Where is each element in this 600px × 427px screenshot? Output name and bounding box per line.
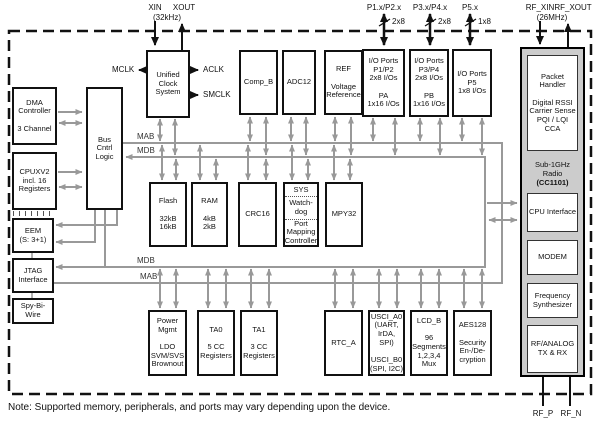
block-io-p5: I/O Ports P5 1x8 I/Os [452,49,492,117]
bus-label-mab-bottom: MAB [140,272,158,281]
block-bus-ctrl-logic: Bus Cntrl Logic [86,87,123,210]
block-io-p1p2: I/O Ports P1/P2 2x8 I/Os PA 1x16 I/Os [362,49,405,117]
radio-chip-name: (CC1101) [536,177,569,187]
footnote: Note: Supported memory, peripherals, and… [8,402,391,413]
radio-rf-analog: RF/ANALOG TX & RX [527,325,578,373]
clock-label-smclk: SMCLK [203,90,231,99]
block-cpu: CPUXV2 incl. 16 Registers [12,152,57,210]
radio-title: Sub-1GHz Radio (CC1101) [522,153,583,193]
pin-label-xout: XOUT [172,3,196,12]
block-ta1: TA1 3 CC Registers [240,310,278,376]
bus-width-p3p4: 2x8 [438,17,451,26]
block-spy-bi-wire: Spy-Bi- Wire [12,298,54,324]
pin-label-p3p4: P3.x/P4.x [412,3,448,12]
radio-modem: MODEM [527,240,578,275]
bus-label-mdb-top: MDB [137,146,155,155]
block-sys-watchdog-portmap: SYS Watch- dog Port Mapping Controller [283,182,319,247]
pin-label-rf-p: RF_P [532,409,554,418]
pin-arrows [138,13,572,406]
block-eem: EEM (S: 3+1) [12,218,54,253]
pin-label-p1p2: P1.x/P2.x [366,3,402,12]
pin-label-rf-freq: (26MHz) [536,13,568,22]
clock-label-mclk: MCLK [112,65,135,74]
bus-label-mab-top: MAB [137,132,155,141]
block-dma: DMA Controller 3 Channel [12,87,57,145]
block-lcd-b: LCD_B 96 Segments 1,2,3,4 Mux [410,310,448,376]
radio-frequency-synthesizer: Frequency Synthesizer [527,283,578,318]
pin-label-xtal-freq: (32kHz) [152,13,182,22]
block-sub1ghz-radio: Packet Handler Digital RSSI Carrier Sens… [520,47,585,377]
bus-width-p5: 1x8 [478,17,491,26]
bus-lines [31,109,518,309]
block-ref: REF Voltage Reference [324,50,363,115]
pin-label-rf-xin: RF_XIN [525,3,555,12]
bus-width-p1p2: 2x8 [392,17,405,26]
bus-label-mdb-bottom: MDB [137,256,155,265]
block-usci: USCI_A0 (UART, IrDA, SPI) USCI_B0 (SPI, … [368,310,405,376]
block-flash: Flash 32kB 16kB [149,182,187,247]
block-crc16: CRC16 [238,182,277,247]
block-ta0: TA0 5 CC Registers [197,310,235,376]
block-io-p3p4: I/O Ports P3/P4 2x8 I/Os PB 1x16 I/Os [409,49,449,117]
pin-label-rf-n: RF_N [560,409,582,418]
port-mapping-label: Port Mapping Controller [284,219,318,245]
pin-label-rf-xout: RF_XOUT [554,3,592,12]
watchdog-label: Watch- dog [285,196,317,219]
register-ticks [13,211,55,216]
radio-title-text: Sub-1GHz Radio [534,159,570,178]
pin-label-p5: P5.x [461,3,479,12]
device-outline [7,29,593,396]
block-aes128: AES128 Security En-/De- cryption [453,310,492,376]
block-ram: RAM 4kB 2kB [191,182,228,247]
block-adc12: ADC12 [282,50,316,115]
block-comp-b: Comp_B [239,50,278,115]
clock-label-aclk: ACLK [203,65,224,74]
pin-label-xin: XIN [148,3,162,12]
block-jtag: JTAG Interface [12,258,54,293]
radio-cpu-interface: CPU Interface [527,193,578,232]
radio-packet-handler: Packet Handler Digital RSSI Carrier Sens… [527,55,578,151]
block-rtc-a: RTC_A [324,310,363,376]
block-power-mgmt: Power Mgmt LDO SVM/SVS Brownout [148,310,187,376]
block-unified-clock-system: Unified Clock System [146,50,190,118]
block-mpy32: MPY32 [325,182,363,247]
sys-label: SYS [293,184,309,194]
